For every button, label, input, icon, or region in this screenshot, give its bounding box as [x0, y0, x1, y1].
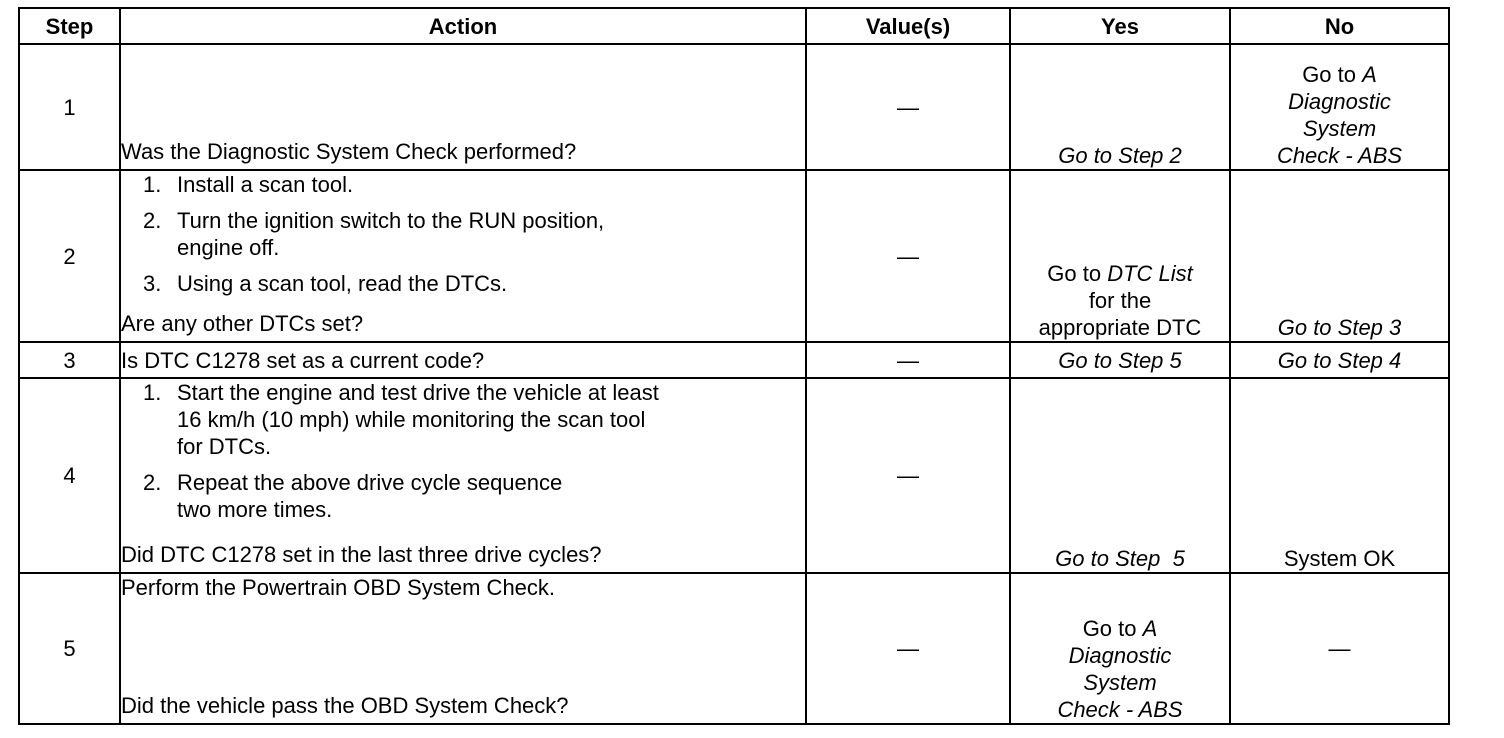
table-row: 5 Perform the Powertrain OBD System Chec… [18, 572, 1450, 725]
yes-link[interactable]: Diagnostic [1068, 643, 1172, 668]
no-link[interactable]: Diagnostic [1288, 89, 1391, 114]
action-cell: Was the Diagnostic System Check performe… [119, 43, 807, 171]
action-question: Is DTC C1278 set as a current code? [121, 347, 485, 373]
table-row: 1 Was the Diagnostic System Check perfor… [18, 43, 1450, 171]
no-link[interactable]: Check - ABS [1276, 143, 1403, 168]
no-link[interactable]: Go to Step 4 [1277, 347, 1402, 373]
no-cell: Go to Step 4 [1229, 341, 1450, 379]
no-cell: System OK [1229, 377, 1450, 574]
action-steps-list: 1. Install a scan tool. 2. Turn the igni… [121, 171, 805, 297]
header-values: Value(s) [805, 7, 1011, 45]
action-step-item: 1. Install a scan tool. [121, 171, 805, 198]
yes-prefix: Go to [1047, 261, 1102, 286]
no-cell: — [1229, 572, 1450, 725]
step-number: 2 [18, 169, 121, 343]
value-dash: — [897, 463, 919, 488]
step-number: 5 [18, 572, 121, 725]
yes-text: appropriate DTC [1038, 315, 1202, 340]
action-step-text: Start the engine and test drive the vehi… [177, 380, 659, 405]
action-step-text: Install a scan tool. [177, 172, 354, 197]
action-cell: 1. Install a scan tool. 2. Turn the igni… [119, 169, 807, 343]
step-number: 3 [18, 341, 121, 379]
no-dash: — [1328, 636, 1351, 661]
action-step-number: 1. [143, 172, 162, 197]
action-step-number: 2. [143, 470, 162, 495]
action-step-item: 2. Repeat the above drive cycle sequence… [121, 469, 805, 523]
no-cell: Go to A Diagnostic System Check - ABS [1229, 43, 1450, 171]
step-number: 4 [18, 377, 121, 574]
header-yes: Yes [1009, 7, 1231, 45]
value-cell: — [805, 572, 1011, 725]
diagnostic-table: Step Action Value(s) Yes No 1 Was the Di… [18, 7, 1450, 725]
value-cell: — [805, 341, 1011, 379]
value-cell: — [805, 169, 1011, 343]
yes-link[interactable]: A [1142, 616, 1158, 641]
table-header-row: Step Action Value(s) Yes No [18, 7, 1450, 45]
action-instruction: Perform the Powertrain OBD System Check. [121, 575, 556, 600]
action-cell: Perform the Powertrain OBD System Check.… [119, 572, 807, 725]
action-step-text: for DTCs. [177, 434, 272, 459]
no-cell: Go to Step 3 [1229, 169, 1450, 343]
action-step-item: 2. Turn the ignition switch to the RUN p… [121, 207, 805, 261]
action-step-text: Turn the ignition switch to the RUN posi… [177, 208, 605, 233]
step-number: 1 [18, 43, 121, 171]
yes-cell: Go to A Diagnostic System Check - ABS [1009, 572, 1231, 725]
yes-link[interactable]: Go to Step 2 [1058, 143, 1182, 168]
yes-link[interactable]: Go to Step 5 [1058, 347, 1182, 373]
value-dash: — [897, 94, 919, 120]
yes-cell: Go to Step 2 [1009, 43, 1231, 171]
action-step-item: 1. Start the engine and test drive the v… [121, 379, 805, 460]
header-action: Action [119, 7, 807, 45]
table-row: 4 1. Start the engine and test drive the… [18, 377, 1450, 574]
yes-link[interactable]: Check - ABS [1057, 697, 1183, 722]
yes-link[interactable]: Go to Step 5 [1055, 546, 1185, 571]
action-step-number: 2. [143, 208, 162, 233]
action-step-text: two more times. [177, 497, 333, 522]
action-step-item: 3. Using a scan tool, read the DTCs. [121, 270, 805, 297]
yes-link[interactable]: System [1083, 670, 1157, 695]
value-cell: — [805, 377, 1011, 574]
no-text: System OK [1283, 546, 1396, 571]
action-step-text: 16 km/h (10 mph) while monitoring the sc… [177, 407, 646, 432]
action-step-number: 3. [143, 271, 162, 296]
value-dash: — [897, 636, 919, 661]
no-prefix: Go to [1302, 62, 1356, 87]
action-step-text: Using a scan tool, read the DTCs. [177, 271, 508, 296]
action-question: Did the vehicle pass the OBD System Chec… [121, 693, 569, 718]
yes-cell: Go to Step 5 [1009, 341, 1231, 379]
action-step-text: engine off. [177, 235, 280, 260]
action-steps-list: 1. Start the engine and test drive the v… [121, 379, 805, 523]
action-cell: 1. Start the engine and test drive the v… [119, 377, 807, 574]
action-step-number: 1. [143, 380, 162, 405]
no-link[interactable]: System [1302, 116, 1377, 141]
yes-link[interactable]: DTC List [1107, 261, 1193, 286]
yes-text: for the [1088, 288, 1152, 313]
no-link[interactable]: A [1362, 62, 1377, 87]
action-question: Are any other DTCs set? [121, 311, 364, 336]
value-dash: — [897, 347, 919, 373]
table-row: 3 Is DTC C1278 set as a current code? — … [18, 341, 1450, 379]
action-question: Was the Diagnostic System Check performe… [121, 139, 577, 164]
value-dash: — [897, 243, 919, 269]
action-question: Did DTC C1278 set in the last three driv… [121, 542, 602, 567]
no-link[interactable]: Go to Step 3 [1277, 315, 1402, 340]
table-row: 2 1. Install a scan tool. 2. Turn the ig… [18, 169, 1450, 343]
yes-cell: Go to Step 5 [1009, 377, 1231, 574]
value-cell: — [805, 43, 1011, 171]
header-step: Step [18, 7, 121, 45]
action-step-text: Repeat the above drive cycle sequence [177, 470, 563, 495]
yes-prefix: Go to [1082, 616, 1137, 641]
header-no: No [1229, 7, 1450, 45]
yes-cell: Go to DTC List for the appropriate DTC [1009, 169, 1231, 343]
action-cell: Is DTC C1278 set as a current code? [119, 341, 807, 379]
